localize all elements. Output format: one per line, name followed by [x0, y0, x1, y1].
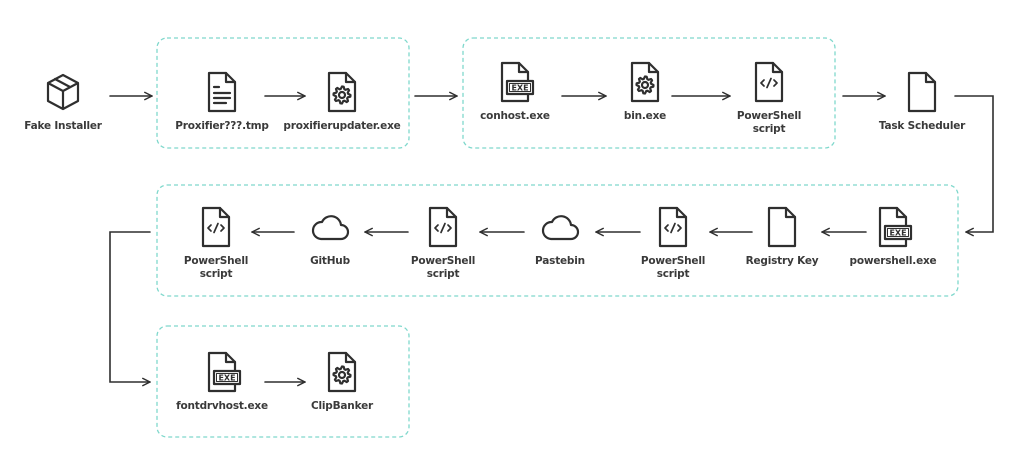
node-proxifierupdater: proxifierupdater.exe — [277, 70, 407, 133]
node-label: Pastebin — [535, 255, 585, 267]
node-pastebin: Pastebin — [495, 205, 625, 268]
node-powershell-exe: EXE powershell.exe — [828, 205, 958, 268]
group-box-stage4 — [156, 325, 410, 438]
node-label: PowerShell script — [410, 255, 476, 280]
node-label: fontdrvhost.exe — [176, 400, 268, 412]
code-file-icon — [653, 205, 693, 249]
node-powershell-script-3: PowerShell script — [378, 205, 508, 281]
svg-text:EXE: EXE — [889, 229, 906, 238]
arrow — [109, 231, 151, 387]
exe-file-icon: EXE — [873, 205, 913, 249]
gear-file-icon — [322, 70, 362, 114]
node-bin-exe: bin.exe — [580, 60, 710, 123]
node-label: PowerShell script — [640, 255, 706, 280]
code-file-icon — [749, 60, 789, 104]
node-proxifier-tmp: Proxifier???.tmp — [157, 70, 287, 133]
node-clipbanker: ClipBanker — [277, 350, 407, 413]
group-box-stage3 — [156, 184, 959, 297]
text-file-icon — [202, 70, 242, 114]
group-box-stage1 — [156, 37, 410, 149]
package-box-icon — [43, 70, 83, 114]
node-label: powershell.exe — [849, 255, 937, 267]
cloud-icon — [540, 205, 580, 249]
gear-file-icon — [625, 60, 665, 104]
node-powershell-script-1: PowerShell script — [704, 60, 834, 136]
arrow — [954, 95, 994, 237]
node-task-scheduler: Task Scheduler — [857, 70, 987, 133]
gear-file-icon — [322, 350, 362, 394]
node-label: proxifierupdater.exe — [283, 120, 401, 132]
svg-text:EXE: EXE — [218, 374, 235, 383]
node-label: PowerShell script — [736, 110, 802, 135]
node-conhost: EXE conhost.exe — [450, 60, 580, 123]
cloud-icon — [310, 205, 350, 249]
blank-file-icon — [762, 205, 802, 249]
node-label: PowerShell script — [183, 255, 249, 280]
code-file-icon — [423, 205, 463, 249]
node-registry-key: Registry Key — [717, 205, 847, 268]
node-label: Fake Installer — [24, 120, 102, 132]
node-label: Proxifier???.tmp — [175, 120, 269, 132]
svg-text:EXE: EXE — [511, 84, 528, 93]
exe-file-icon: EXE — [495, 60, 535, 104]
node-fontdrvhost: EXE fontdrvhost.exe — [157, 350, 287, 413]
node-label: Registry Key — [745, 255, 819, 267]
node-powershell-script-2: PowerShell script — [608, 205, 738, 281]
exe-file-icon: EXE — [202, 350, 242, 394]
group-box-stage2 — [462, 37, 836, 149]
node-label: Task Scheduler — [878, 120, 966, 132]
node-label: bin.exe — [623, 110, 667, 122]
code-file-icon — [196, 205, 236, 249]
node-fake-installer: Fake Installer — [0, 70, 128, 133]
node-label: GitHub — [310, 255, 350, 267]
node-label: ClipBanker — [311, 400, 373, 412]
node-powershell-script-4: PowerShell script — [151, 205, 281, 281]
node-label: conhost.exe — [480, 110, 550, 122]
blank-file-icon — [902, 70, 942, 114]
node-github: GitHub — [265, 205, 395, 268]
